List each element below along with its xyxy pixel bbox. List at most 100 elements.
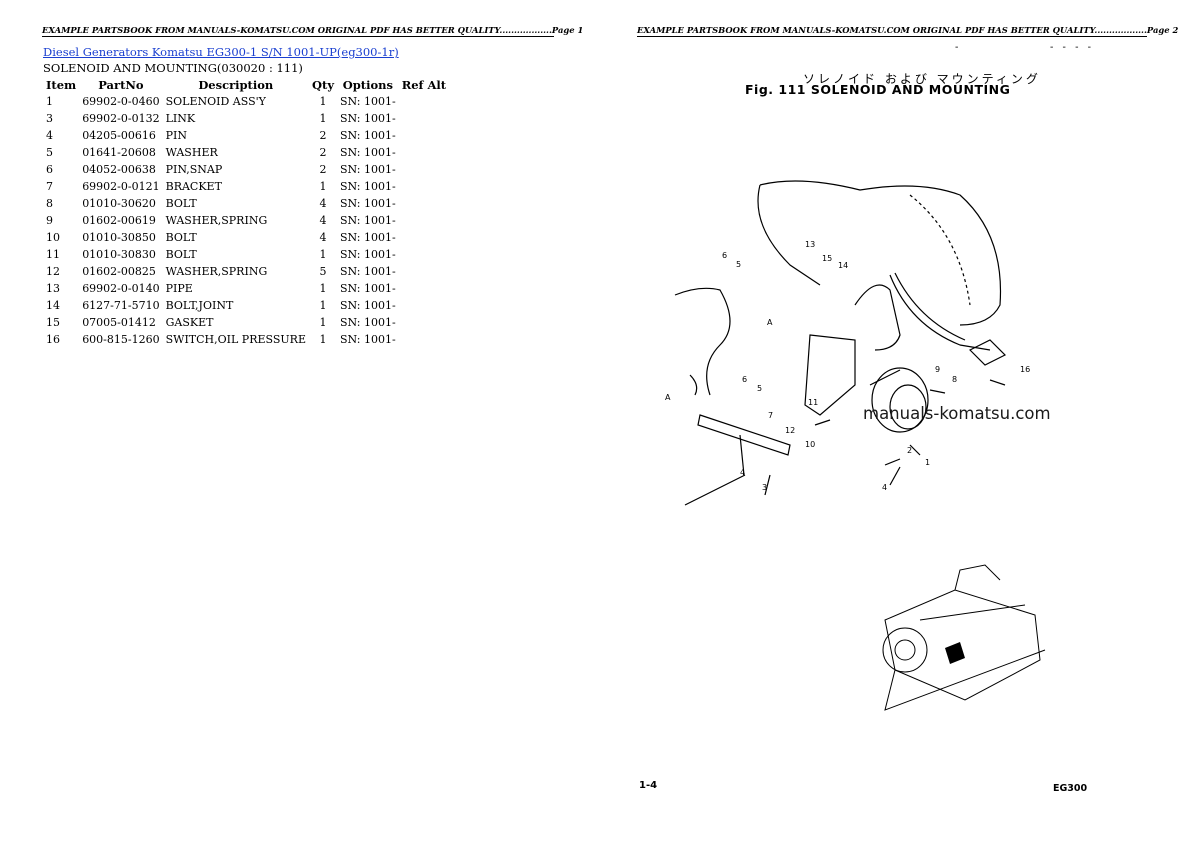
callout-a-top: A [767, 318, 773, 327]
cell-item: 5 [46, 146, 53, 159]
cell-part: 600-815-1260 [82, 333, 160, 346]
callout-11: 11 [808, 398, 818, 407]
cell-item: 8 [46, 197, 53, 210]
cell-desc: PIN [165, 129, 187, 142]
cell-ref-alt [399, 161, 449, 178]
figure-title-japanese: ソレノイド および マウンティング [803, 72, 1041, 86]
cell-part: 01010-30850 [82, 231, 156, 244]
col-item: Item [46, 78, 77, 92]
page-header: EXAMPLE PARTSBOOK FROM MANUALS-KOMATSU.C… [637, 25, 1179, 37]
cell-item: 1 [46, 95, 53, 108]
col-ref-alt: Ref Alt [401, 78, 447, 92]
scan-dashes: - - - - [1050, 42, 1095, 53]
callout-8: 8 [952, 375, 957, 384]
cell-ref-alt [399, 263, 449, 280]
cell-ref-alt [399, 229, 449, 246]
cell-part: 01010-30620 [82, 197, 156, 210]
callout-16: 16 [1020, 365, 1030, 374]
cell-opt: SN: 1001- [340, 231, 396, 244]
breadcrumb-link[interactable]: Diesel Generators Komatsu EG300-1 S/N 10… [43, 45, 399, 59]
cell-part: 69902-0-0132 [82, 112, 160, 125]
cell-qty: 1 [319, 299, 327, 312]
cell-item: 10 [46, 231, 60, 244]
cell-qty: 1 [319, 316, 327, 329]
cell-desc: BOLT,JOINT [165, 299, 234, 312]
cell-qty: 1 [319, 333, 327, 346]
scan-mark: - [955, 42, 959, 53]
cell-opt: SN: 1001- [340, 248, 396, 261]
callout-6b: 6 [742, 375, 747, 384]
callout-5b: 5 [757, 384, 762, 393]
cell-ref-alt [399, 127, 449, 144]
cell-desc: PIPE [165, 282, 193, 295]
cell-ref-alt [399, 212, 449, 229]
cell-item: 4 [46, 129, 53, 142]
cell-desc: BOLT [165, 231, 197, 244]
cell-ref-alt [399, 297, 449, 314]
callout-4b: 4 [740, 468, 745, 477]
cell-opt: SN: 1001- [340, 282, 396, 295]
cell-qty: 1 [319, 95, 327, 108]
exploded-diagram: 13 15 14 6 5 A 16 9 8 6 5 7 11 12 10 A 1… [665, 180, 1030, 506]
watermark: manuals-komatsu.com [863, 404, 1051, 423]
cell-item: 6 [46, 163, 53, 176]
cell-item: 3 [46, 112, 53, 125]
cell-qty: 2 [319, 146, 327, 159]
cell-ref-alt [399, 280, 449, 297]
callout-10: 10 [805, 440, 815, 449]
cell-opt: SN: 1001- [340, 129, 396, 142]
cell-qty: 5 [319, 265, 327, 278]
cell-opt: SN: 1001- [340, 299, 396, 312]
callout-a-left: A [665, 393, 671, 402]
location-marker [945, 642, 965, 664]
cell-ref-alt [399, 144, 449, 161]
cell-part: 04052-00638 [82, 163, 156, 176]
callout-3: 3 [762, 483, 767, 492]
col-options: Options [342, 78, 393, 92]
cell-opt: SN: 1001- [340, 316, 396, 329]
cell-desc: GASKET [165, 316, 214, 329]
cell-desc: SOLENOID ASS'Y [165, 95, 266, 108]
cell-item: 15 [46, 316, 60, 329]
cell-opt: SN: 1001- [340, 180, 396, 193]
figure-title: Fig. 111 SOLENOID AND MOUNTING [745, 82, 1011, 97]
cell-desc: SWITCH,OIL PRESSURE [165, 333, 306, 346]
callout-2: 2 [907, 446, 912, 455]
cell-opt: SN: 1001- [340, 163, 396, 176]
cell-part: 04205-00616 [82, 129, 156, 142]
callout-15: 15 [822, 254, 832, 263]
model-label: EG300 [1053, 783, 1088, 794]
page-1: EXAMPLE PARTSBOOK FROM MANUALS-KOMATSU.C… [42, 25, 583, 348]
engine-locator-thumbnail [882, 564, 1046, 711]
cell-part: 6127-71-5710 [82, 299, 160, 312]
callout-6: 6 [722, 251, 727, 260]
cell-qty: 4 [319, 197, 327, 210]
cell-part: 01010-30830 [82, 248, 156, 261]
cell-opt: SN: 1001- [340, 197, 396, 210]
callout-1: 1 [925, 458, 930, 467]
col-partno: PartNo [98, 78, 144, 92]
callout-12: 12 [785, 426, 795, 435]
cell-ref-alt [399, 178, 449, 195]
cell-item: 11 [46, 248, 60, 261]
cell-opt: SN: 1001- [340, 265, 396, 278]
callout-9: 9 [935, 365, 940, 374]
cell-ref-alt [399, 314, 449, 331]
cell-ref-alt [399, 331, 449, 348]
callout-7: 7 [768, 411, 773, 420]
cell-desc: BRACKET [165, 180, 222, 193]
cell-desc: WASHER,SPRING [165, 265, 268, 278]
cell-opt: SN: 1001- [340, 333, 396, 346]
page-2: EXAMPLE PARTSBOOK FROM MANUALS-KOMATSU.C… [595, 0, 1190, 842]
cell-part: 69902-0-0121 [82, 180, 160, 193]
cell-qty: 1 [319, 248, 327, 261]
parts-table: Item PartNo Description Qty Options Ref … [43, 77, 449, 348]
